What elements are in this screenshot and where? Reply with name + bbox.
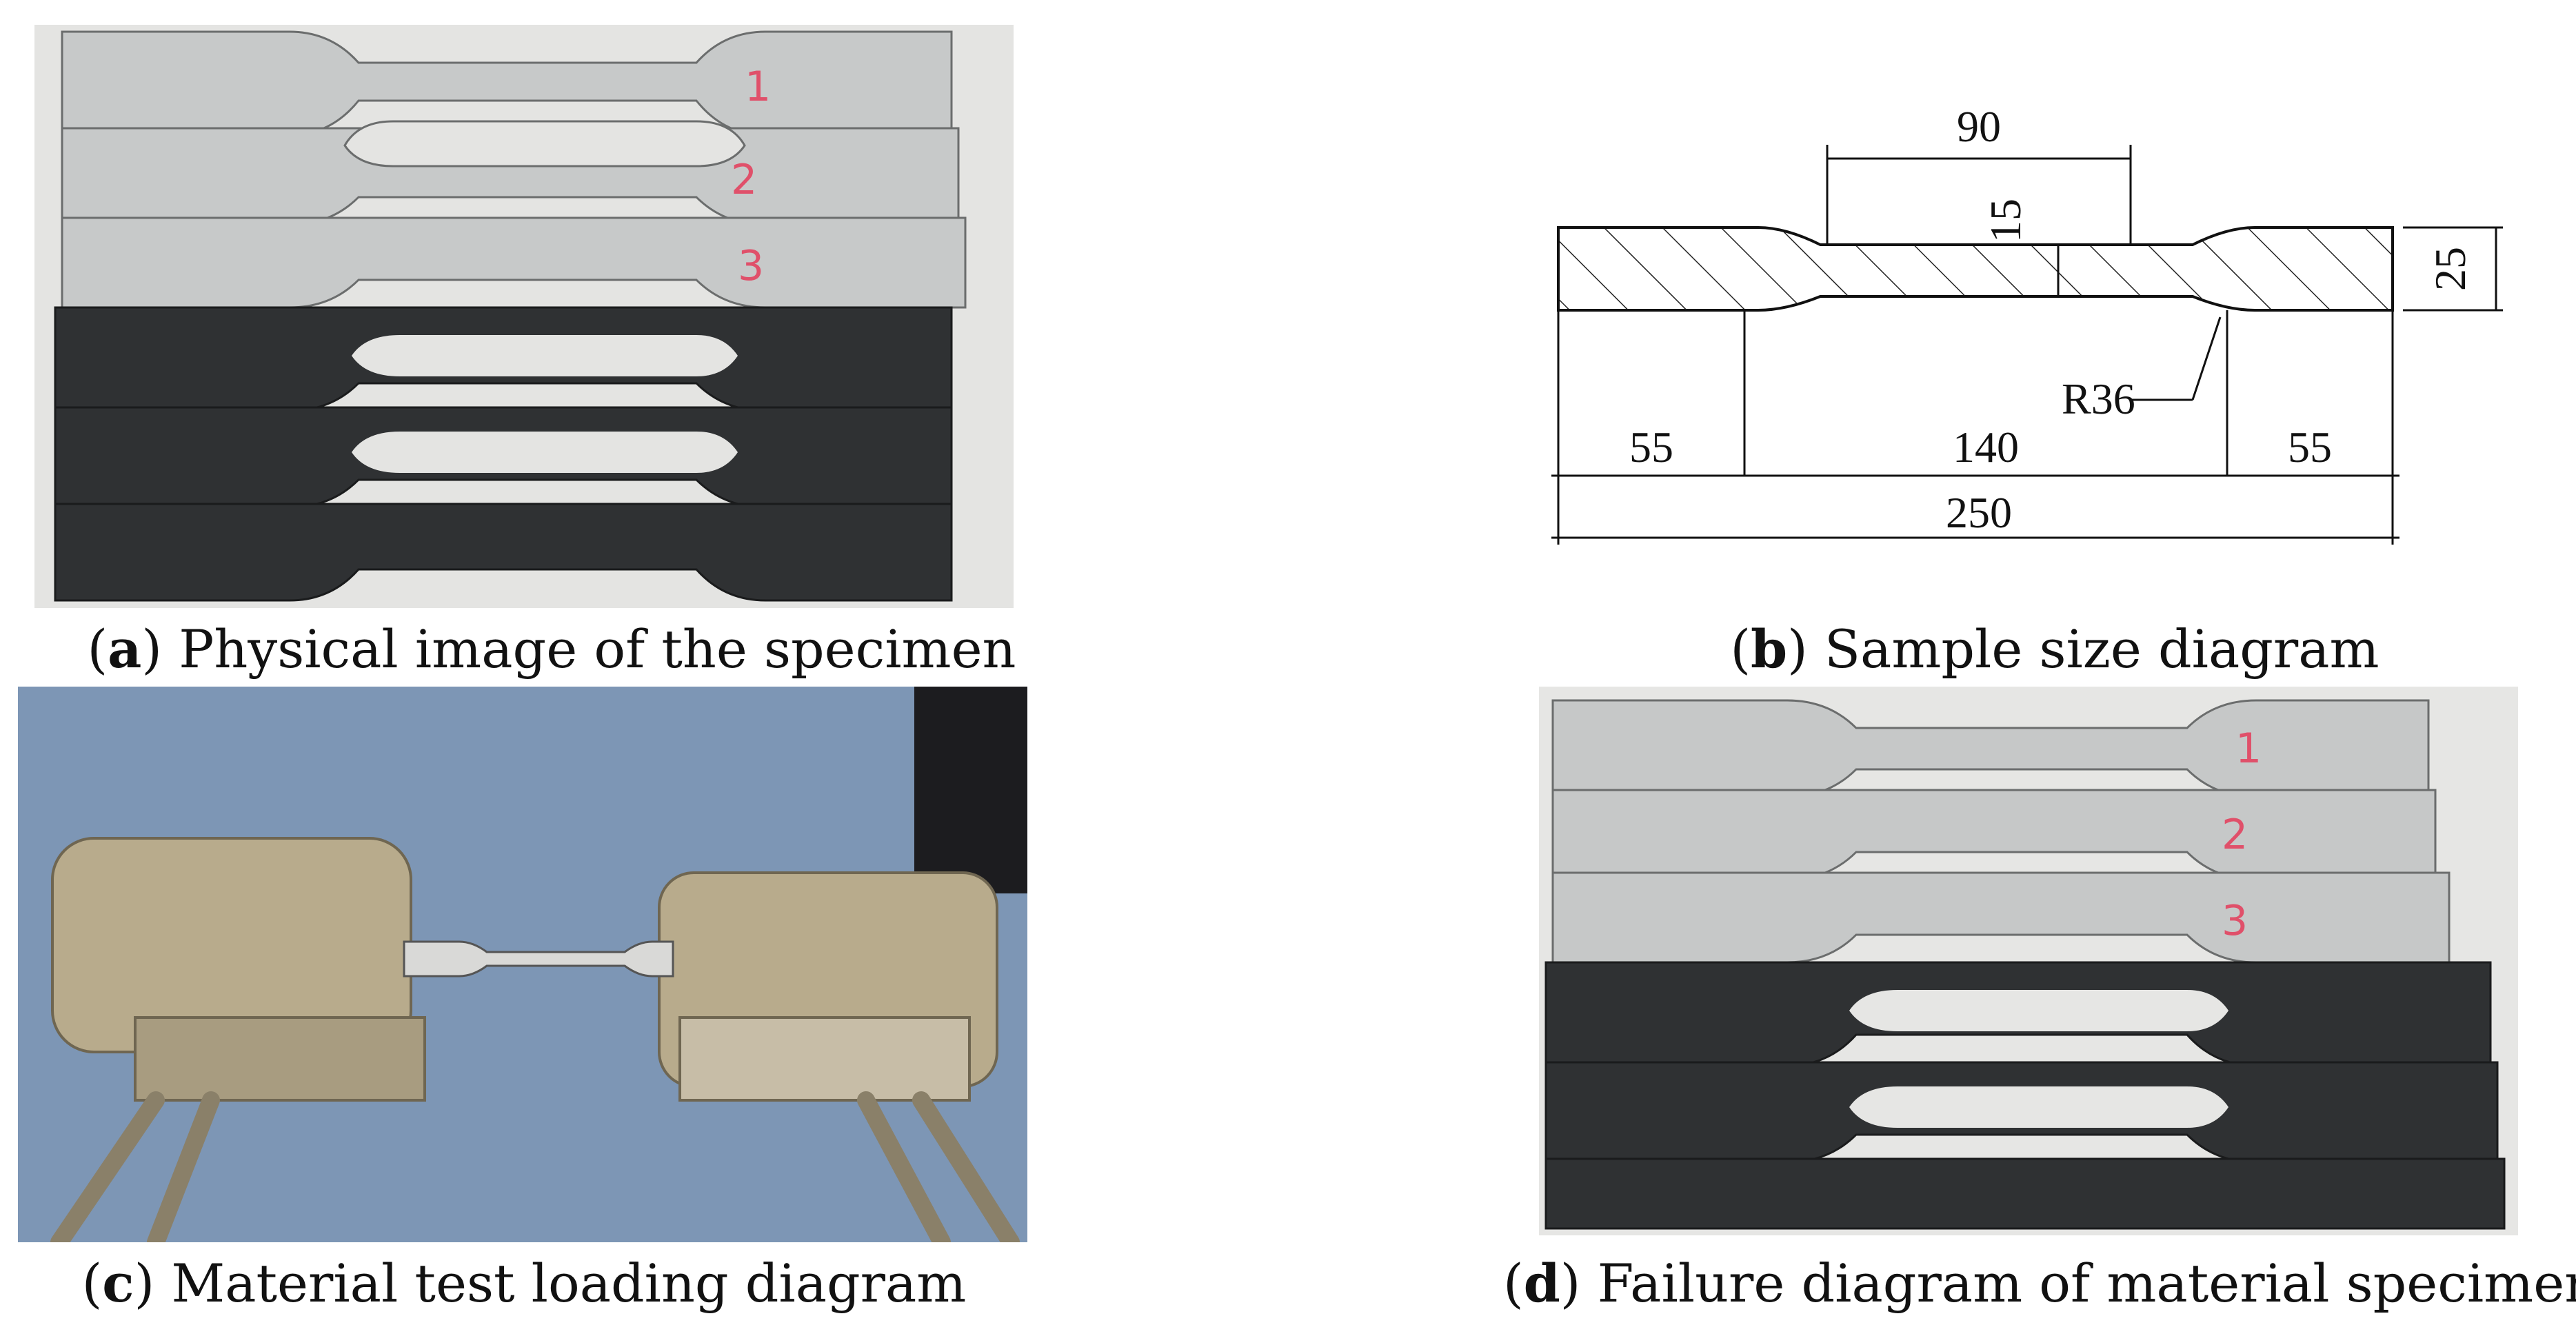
caption-a: (a) Physical image of the specimen xyxy=(87,618,1016,680)
specimen-mark-1: 1 xyxy=(745,63,771,111)
specimen-mark-3: 3 xyxy=(738,242,764,290)
caption-b-text: Sample size diagram xyxy=(1824,618,2379,680)
specimen-mark-2: 2 xyxy=(731,156,757,204)
specimen-photo-a: 1 2 3 xyxy=(34,25,1014,608)
dim-90: 90 xyxy=(1957,103,2001,151)
caption-c-text: Material test loading diagram xyxy=(171,1253,967,1314)
caption-a-letter: a xyxy=(108,618,142,680)
dim-55-left: 55 xyxy=(1629,423,1673,472)
failed-mark-3: 3 xyxy=(2222,897,2248,945)
dim-55-right: 55 xyxy=(2288,423,2332,472)
caption-a-text: Physical image of the specimen xyxy=(179,618,1016,680)
specimen-under-test xyxy=(403,940,674,978)
specimen-photo-d: 1 2 3 xyxy=(1539,687,2518,1235)
caption-d-letter: d xyxy=(1523,1253,1560,1314)
panel-c-photo xyxy=(18,687,1027,1242)
panel-b-diagram: 90 15 25 R36 55 140 55 250 xyxy=(1538,103,2530,558)
caption-b-letter: b xyxy=(1751,618,1788,680)
dim-15: 15 xyxy=(1981,199,2030,243)
caption-c: (c) Material test loading diagram xyxy=(81,1253,967,1314)
failed-mark-1: 1 xyxy=(2235,725,2262,773)
dim-140: 140 xyxy=(1953,423,2019,472)
specimen-outline xyxy=(1557,226,2394,312)
panel-d-photo: 1 2 3 xyxy=(1539,687,2518,1235)
dim-250: 250 xyxy=(1946,488,2012,537)
failed-mark-2: 2 xyxy=(2222,811,2248,859)
caption-b: (b) Sample size diagram xyxy=(1730,618,2379,680)
panel-a-photo: 1 2 3 xyxy=(34,25,1014,608)
loading-photo xyxy=(18,687,1027,1242)
caption-d-text: Failure diagram of material specimens xyxy=(1597,1253,2576,1314)
dim-25: 25 xyxy=(2426,247,2475,291)
caption-d: (d) Failure diagram of material specimen… xyxy=(1503,1257,2576,1310)
dim-r36: R36 xyxy=(2062,374,2135,423)
caption-c-letter: c xyxy=(102,1253,134,1314)
sample-size-diagram: 90 15 25 R36 55 140 55 250 xyxy=(1551,103,2503,545)
